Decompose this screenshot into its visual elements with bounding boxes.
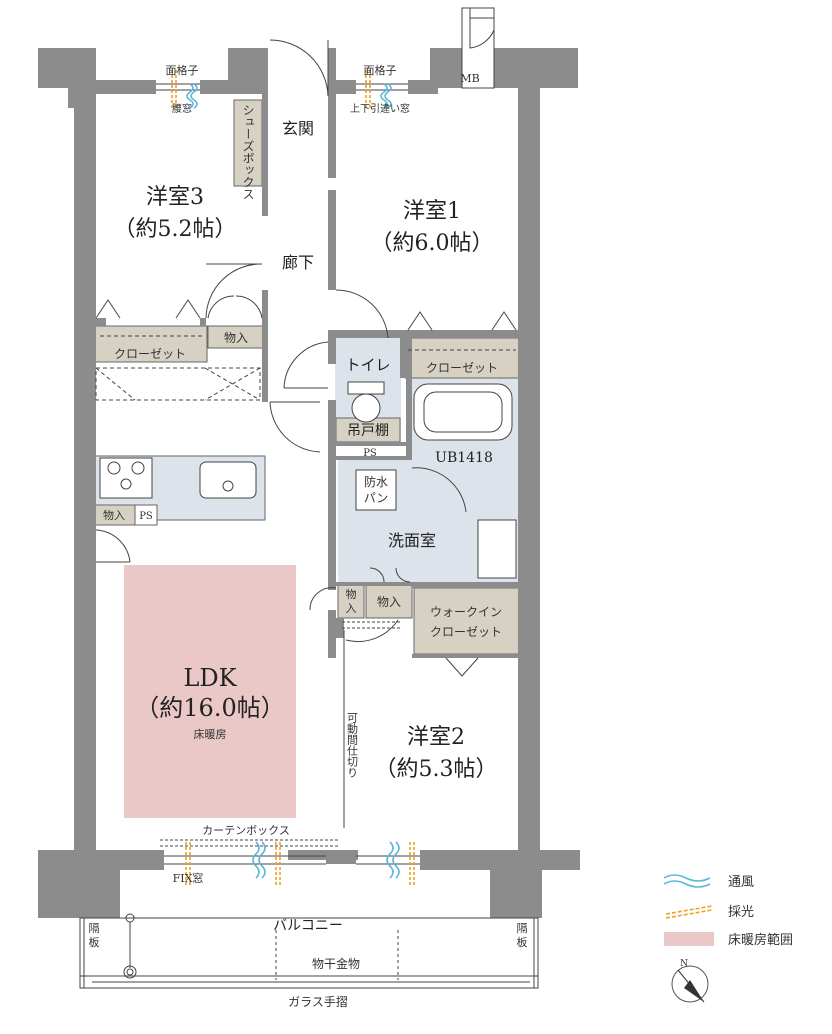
entrance-label: 玄関 (282, 119, 314, 138)
walkin-label-2: クローゼット (430, 625, 502, 639)
legend-wind-icon (663, 874, 711, 882)
ldk-size: （約16.0帖） (135, 694, 284, 722)
grille-right-label: 面格子 (364, 63, 397, 77)
storage-small-label-2: 入 (346, 602, 357, 615)
legend: 通風 採光 床暖房範囲 N (663, 874, 793, 1003)
walkin-area (413, 587, 521, 655)
divider-left-label: 隔 (89, 922, 100, 935)
corridor-label: 廊下 (282, 253, 314, 272)
toilet-label: トイレ (345, 356, 390, 374)
storage-kitchen-label: 物入 (103, 508, 125, 522)
partition-label: 可動間仕切り (346, 712, 359, 778)
ps-kitchen-label: PS (139, 511, 153, 522)
floor-heating-area (124, 565, 296, 818)
bath-label: UB1418 (435, 450, 493, 466)
clothes-rack-label: 物干金物 (312, 956, 360, 971)
walls (38, 48, 580, 918)
grille-left-label: 面格子 (166, 63, 199, 77)
walkin-label: ウォークイン (430, 605, 502, 619)
small-labels: 玄関 廊下 シューズボックス クローゼット 物入 クローゼット トイレ 吊戸棚 … (89, 63, 528, 1009)
shoe-box-area (233, 99, 263, 187)
washroom-label: 洗面室 (388, 531, 436, 550)
pan-label: 防水 (364, 474, 388, 489)
hanging-shelf-label: 吊戸棚 (347, 423, 389, 439)
storage-small-label: 物 (346, 587, 357, 601)
shoe-box-label: シューズボックス (241, 104, 255, 200)
fix-window-label: FIX窓 (173, 871, 204, 885)
western1-name: 洋室1 (403, 199, 461, 224)
sliding-window-label: 上下引違い窓 (350, 102, 410, 115)
storage-small-area (337, 583, 365, 619)
room-labels: 洋室3 （約5.2帖） 洋室1 （約6.0帖） 洋室2 （約5.3帖） LDK … (114, 185, 498, 782)
legend-light-icon (665, 905, 713, 915)
mb-label: MB (460, 72, 479, 85)
closet-left-label: クローゼット (114, 347, 186, 361)
legend-floor-heating: 床暖房範囲 (728, 932, 793, 948)
storage-mid-label: 物入 (377, 595, 401, 609)
wind-markers (186, 83, 400, 879)
compass-icon (671, 965, 709, 1003)
glass-rail-label: ガラス手摺 (288, 994, 348, 1009)
balcony-label: バルコニー (273, 918, 343, 934)
legend-daylight: 採光 (728, 905, 754, 920)
storage-mid-area (365, 583, 413, 619)
legend-ventilation: 通風 (728, 875, 754, 890)
curtain-box-label: カーテンボックス (202, 824, 290, 837)
fine-lines (79, 7, 539, 989)
western3-size: （約5.2帖） (114, 217, 237, 242)
ldk-note: 床暖房 (194, 727, 227, 741)
western1-size: （約6.0帖） (371, 231, 494, 256)
legend-heating-swatch (664, 932, 714, 946)
western2-name: 洋室2 (407, 725, 465, 750)
storage-top-label: 物入 (224, 331, 248, 345)
pan-label-2: パン (364, 491, 389, 505)
pan-area (355, 469, 397, 511)
ldk-name: LDK (183, 664, 237, 692)
ps-kitchen-area (134, 504, 158, 526)
western3-name: 洋室3 (146, 185, 204, 210)
closet-right-label: クローゼット (426, 361, 498, 375)
ps-toilet-label: PS (363, 448, 377, 459)
waist-window-label: 腰窓 (172, 102, 192, 115)
western2-size: （約5.3帖） (375, 757, 498, 782)
divider-left-label-2: 板 (89, 935, 100, 949)
compass-north: N (680, 959, 688, 969)
divider-right-label-2: 板 (517, 935, 528, 949)
divider-right-label: 隔 (517, 922, 528, 935)
light-markers (171, 70, 415, 886)
